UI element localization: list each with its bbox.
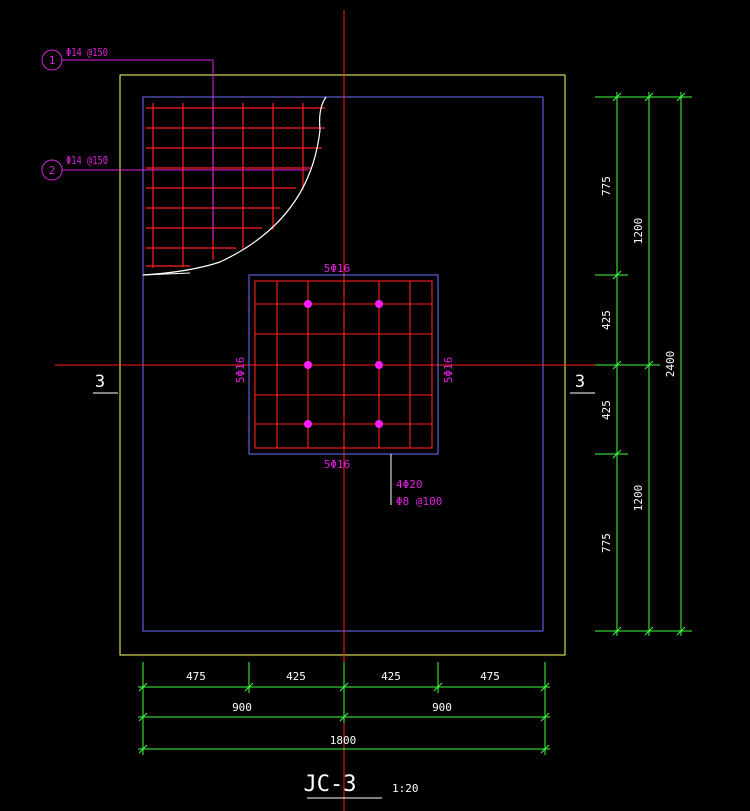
callout-2-label: Φ14 @150 [66, 154, 108, 167]
drawing-title: JC-3 1:20 [304, 772, 419, 799]
section-mark-left-label: 3 [95, 372, 105, 392]
dim-right-seg3: 425 [600, 400, 613, 420]
column-outline [248, 274, 439, 455]
column-top-label: 5Φ16 [324, 262, 351, 275]
dim-bottom-seg3: 425 [381, 670, 401, 683]
cutaway-edge [142, 272, 191, 276]
dim-right-seg4: 775 [600, 533, 613, 553]
section-mark-right-label: 3 [575, 372, 585, 392]
callout-2: 2 Φ14 @150 [41, 154, 308, 181]
corner-bars [304, 300, 383, 428]
title-scale: 1:20 [392, 782, 419, 795]
dim-bottom-seg1: 475 [186, 670, 206, 683]
dim-right-seg2: 425 [600, 310, 613, 330]
footing-inner-outline [142, 96, 544, 632]
column-left-label: 5Φ16 [234, 357, 247, 384]
dim-right-half-bottom: 1200 [632, 485, 645, 512]
callout-2-number: 2 [49, 164, 56, 177]
stirrups-label: Φ8 @100 [396, 495, 442, 508]
dim-right-total: 2400 [664, 351, 677, 378]
callout-1-number: 1 [49, 54, 56, 67]
dim-bottom-seg4: 475 [480, 670, 500, 683]
title-name: JC-3 [304, 772, 357, 797]
dim-right-half-top: 1200 [632, 218, 645, 245]
callout-1: 1 Φ14 @150 [41, 46, 214, 240]
bottom-dimensions [138, 662, 550, 755]
dim-right-seg1: 775 [600, 176, 613, 196]
bottom-dimension-labels: 475 425 425 475 900 900 1800 [186, 670, 500, 747]
right-dimension-labels: 775 425 425 775 1200 1200 2400 [600, 176, 677, 553]
dim-bottom-half-left: 900 [232, 701, 252, 714]
corner-bars-label: 4Φ20 [396, 478, 423, 491]
column-section: 5Φ16 5Φ16 5Φ16 5Φ16 4Φ20 Φ8 @100 [234, 262, 455, 508]
right-dimensions [595, 92, 692, 636]
dim-bottom-half-right: 900 [432, 701, 452, 714]
dim-bottom-seg2: 425 [286, 670, 306, 683]
dim-bottom-total: 1800 [330, 734, 357, 747]
callout-1-label: Φ14 @150 [66, 46, 108, 59]
cutaway-curve [142, 96, 327, 276]
section-mark-right: 3 [570, 372, 595, 394]
column-bottom-label: 5Φ16 [324, 458, 351, 471]
column-right-label: 5Φ16 [442, 357, 455, 384]
section-mark-left: 3 [93, 372, 118, 394]
